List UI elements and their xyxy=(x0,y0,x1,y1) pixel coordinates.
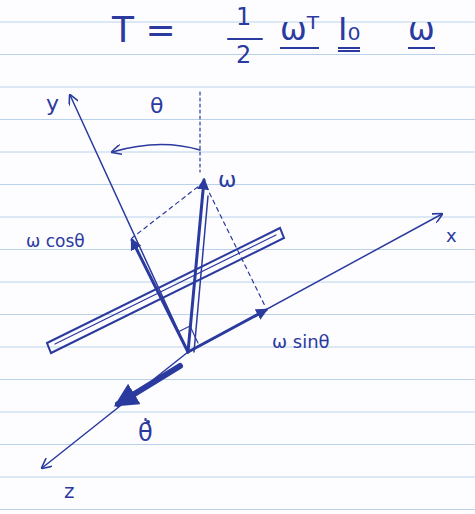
fraction-numerator: 1 xyxy=(236,4,251,30)
ruled-line xyxy=(0,379,475,380)
vector-label: ω sinθ xyxy=(272,332,330,352)
ruled-lines xyxy=(0,22,475,510)
vector-symbol: ω xyxy=(408,12,435,49)
ruled-line xyxy=(0,314,475,315)
component-dash xyxy=(132,182,204,238)
ruled-line xyxy=(0,347,475,348)
equation-term: T = xyxy=(112,10,176,50)
vector-symbol: ωᵀ xyxy=(280,12,319,49)
rate-label: θ̇ xyxy=(138,420,153,446)
ruled-line xyxy=(0,184,475,185)
component-dash xyxy=(206,186,266,308)
right-angle-mark xyxy=(178,326,198,343)
omega-sin-vector xyxy=(188,310,266,352)
fraction-bar xyxy=(228,38,262,40)
angle-label: θ xyxy=(150,94,163,118)
omega-cos-vector xyxy=(132,240,188,352)
x-axis xyxy=(188,214,442,352)
ruled-line xyxy=(0,477,475,478)
ruled-line xyxy=(0,87,475,88)
ruled-line xyxy=(0,152,475,153)
fraction-denominator: 2 xyxy=(236,42,251,68)
ruled-line xyxy=(0,509,475,510)
ruled-line xyxy=(0,119,475,120)
vector-label: ω cosθ xyxy=(26,232,85,251)
axis-label: z xyxy=(64,480,75,502)
ruled-line xyxy=(0,217,475,218)
angle-arc xyxy=(112,144,200,152)
axis-label: x xyxy=(446,226,457,246)
theta-dot-vector xyxy=(118,366,180,404)
axis-label: y xyxy=(46,92,59,116)
omega-vector xyxy=(194,196,208,352)
tensor-symbol: I₀ xyxy=(338,12,360,52)
plate-edge xyxy=(55,235,276,344)
z-axis xyxy=(42,352,188,468)
ruled-line xyxy=(0,412,475,413)
vertical-reference xyxy=(199,92,200,172)
ruled-line xyxy=(0,282,475,283)
vector-label: ω xyxy=(218,168,236,192)
